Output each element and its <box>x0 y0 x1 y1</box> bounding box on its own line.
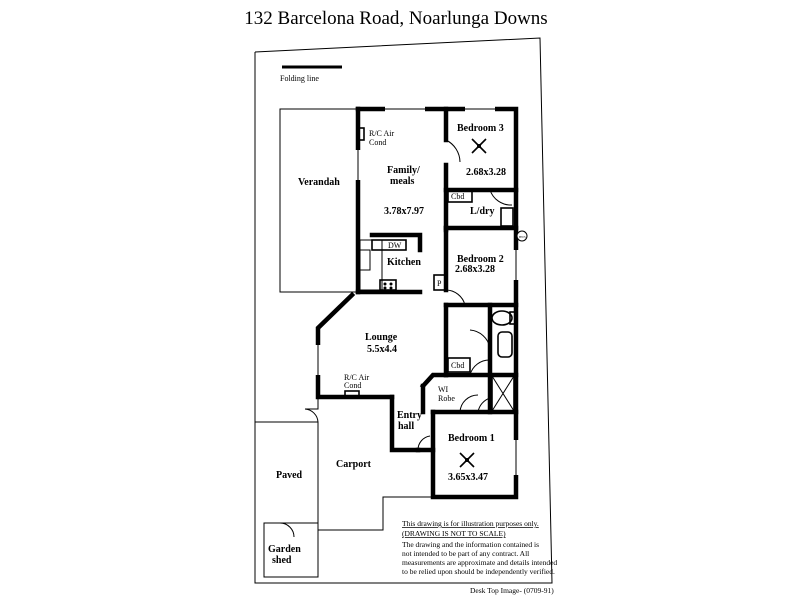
family-dimension: 3.78x7.97 <box>384 206 424 217</box>
lounge-dimension: 5.5x4.4 <box>367 344 397 355</box>
laundry-trough <box>500 207 514 227</box>
hws-icon <box>516 230 528 242</box>
disclaimer-line-5: measurements are approximate and details… <box>402 558 557 567</box>
vanity-basin <box>497 331 513 358</box>
dw-label: DW <box>388 241 402 250</box>
wi-robe-label-1: WI <box>438 385 449 394</box>
bedroom3-dimension: 2.68x3.28 <box>466 167 506 178</box>
cooktop <box>379 279 397 291</box>
carport-label: Carport <box>336 459 372 470</box>
rc-air-bot-label-2: Cond <box>344 381 361 390</box>
garden-shed-label-1: Garden <box>268 544 301 555</box>
ceiling-fan-icon <box>459 452 475 468</box>
cbd-bot-label: Cbd <box>451 361 464 370</box>
entry-wall <box>389 394 421 453</box>
lounge-label: Lounge <box>365 332 398 343</box>
bedroom1-label: Bedroom 1 <box>448 433 495 444</box>
pantry-label: P <box>437 279 442 288</box>
toilet-icon <box>491 310 513 326</box>
bedroom2-label: Bedroom 2 <box>457 254 504 265</box>
disclaimer-line-3: The drawing and the information containe… <box>402 540 539 549</box>
cbd-top-label: Cbd <box>451 192 464 201</box>
bedroom1-dimension: 3.65x3.47 <box>448 472 488 483</box>
disclaimer-line-1: This drawing is for illustration purpose… <box>402 519 539 528</box>
entry-label-2: hall <box>398 421 414 432</box>
kitchen-label: Kitchen <box>387 257 421 268</box>
ceiling-fan-icon <box>471 138 487 154</box>
family-label-1: Family/ <box>387 165 420 176</box>
rc-air-top-label-1: R/C Air <box>369 129 394 138</box>
shower-icon <box>491 375 515 412</box>
bedroom3-label: Bedroom 3 <box>457 123 504 134</box>
ldry-label: L/dry <box>470 206 494 217</box>
house-exterior-wall-east <box>355 106 519 500</box>
garden-shed-label-2: shed <box>272 555 292 566</box>
wi-robe-label-2: Robe <box>438 394 455 403</box>
garden-shed-outline <box>263 522 319 578</box>
paved-label: Paved <box>276 470 303 481</box>
family-label-2: meals <box>390 176 415 187</box>
folding-line-label: Folding line <box>280 74 319 83</box>
credit-label: Desk Top Image- (0709-91) <box>470 586 554 595</box>
bedroom2-dimension: 2.68x3.28 <box>455 264 495 275</box>
property-boundary <box>254 37 553 584</box>
carport-outline <box>317 422 433 531</box>
disclaimer-line-2: (DRAWING IS NOT TO SCALE) <box>402 529 506 538</box>
rc-air-top-label-2: Cond <box>369 138 386 147</box>
entry-label-1: Entry <box>397 410 422 421</box>
verandah-outline <box>279 108 359 293</box>
svg-text:HWS: HWS <box>519 235 526 239</box>
disclaimer-line-4: not intended to be part of any contract.… <box>402 549 529 558</box>
verandah-label: Verandah <box>298 177 340 188</box>
rc-air-bot-label-1: R/C Air <box>344 373 369 382</box>
disclaimer-line-6: to be relied upon should be independentl… <box>402 567 555 576</box>
page-title: 132 Barcelona Road, Noarlunga Downs <box>244 8 547 29</box>
bed3-door-swing <box>445 139 461 163</box>
